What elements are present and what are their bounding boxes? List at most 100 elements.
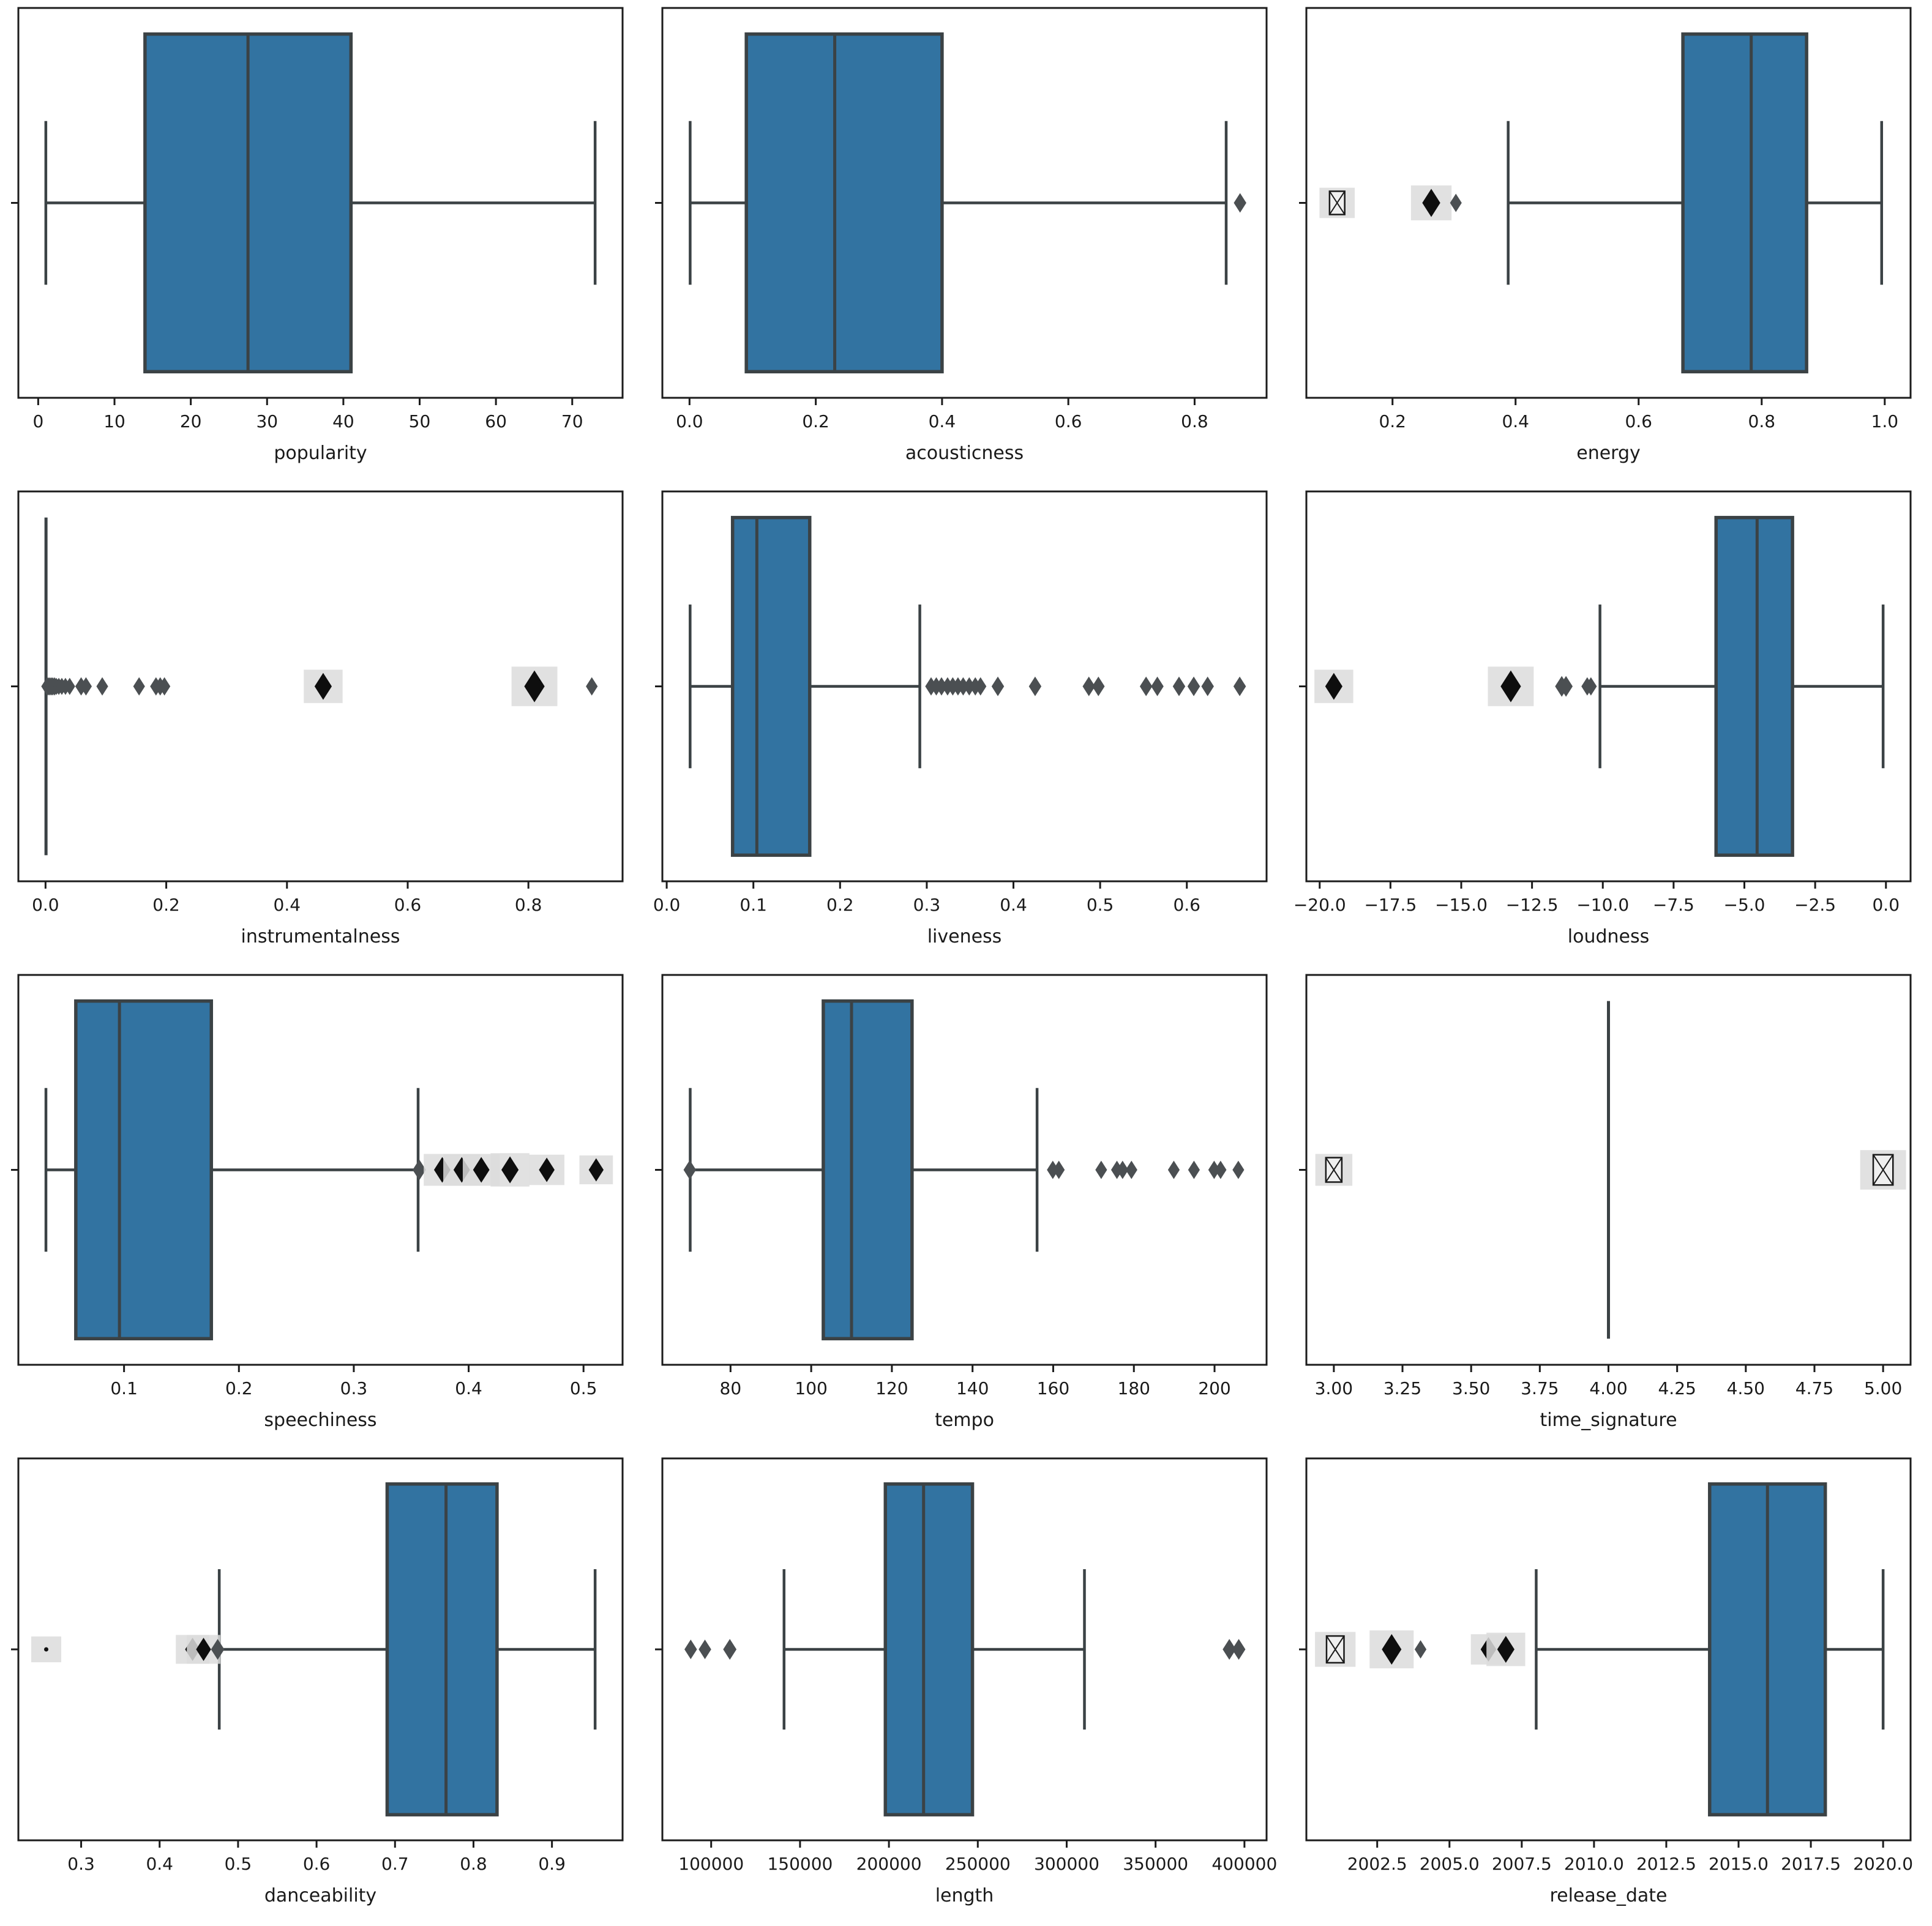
release_date-tick-label: 2005.0 [1420,1854,1480,1874]
time_signature-tick-label: 3.00 [1315,1378,1353,1398]
speechiness-tick-label: 0.4 [455,1378,482,1398]
loudness-tick-label: −17.5 [1364,895,1417,915]
time_signature-axes: 3.00 3.25 3.50 3.75 4.00 4.25 4.50 4.75 5.00 time… [1299,974,1912,1431]
time_signature-tick-label: 5.00 [1864,1378,1902,1398]
tempo-tick-label: 200 [1198,1378,1230,1398]
speechiness-tick-label: 0.2 [225,1378,253,1398]
tempo-tick-label: 80 [720,1378,742,1398]
release_date-tick-label: 2002.5 [1347,1854,1407,1874]
release_date-tick-label: 2015.0 [1709,1854,1769,1874]
energy-tick-label: 0.6 [1625,411,1652,431]
loudness-tick-label: 0.0 [1872,895,1900,915]
loudness-tick-label: −2.5 [1794,895,1836,915]
length-tick-label: 200000 [856,1854,922,1874]
time_signature-tick-label: 4.25 [1658,1378,1696,1398]
length-tick-label: 150000 [767,1854,833,1874]
release_date-axes: 2002.5 2005.0 2007.5 2010.0 2012.5 2015.0 2017… [1299,1457,1913,1906]
popularity-tick-label: 50 [409,411,431,431]
danceability-tick-label: 0.4 [146,1854,173,1874]
acousticness-tick-label: 0.8 [1181,411,1208,431]
popularity-tick-label: 20 [180,411,202,431]
danceability-tick-label: 0.5 [225,1854,252,1874]
popularity-tick-label: 70 [561,411,583,431]
liveness-tick-label: 0.3 [913,895,941,915]
release_date-tick-label: 2010.0 [1564,1854,1624,1874]
instrumentalness-tick-label: 0.6 [394,895,422,915]
speechiness-tick-label: 0.3 [340,1378,368,1398]
danceability-tick-label: 0.9 [538,1854,566,1874]
loudness-tick-label: −20.0 [1294,895,1346,915]
liveness-tick-label: 0.2 [826,895,854,915]
instrumentalness-axis-label: instrumentalness [241,926,400,947]
boxplot-time_signature: 3.00 3.25 3.50 3.75 4.00 4.25 4.50 4.75 5.00 time… [1288,967,1932,1450]
tempo-tick-label: 120 [875,1378,908,1398]
speechiness-tick-label: 0.5 [570,1378,597,1398]
popularity-tick-label: 10 [103,411,125,431]
tempo-tick-label: 180 [1118,1378,1150,1398]
boxplot-speechiness: 0.1 0.2 0.3 0.4 0.5 speechiness [0,967,644,1450]
time_signature-tick-label: 4.00 [1589,1378,1627,1398]
length-tick-label: 100000 [678,1854,744,1874]
loudness-tick-label: −7.5 [1653,895,1694,915]
energy-axis-label: energy [1576,442,1641,464]
acousticness-tick-label: 0.6 [1055,411,1082,431]
energy-tick-label: 0.4 [1502,411,1529,431]
loudness-axis-label: loudness [1568,926,1649,947]
time_signature-tick-label: 3.75 [1521,1378,1559,1398]
length-tick-label: 400000 [1211,1854,1277,1874]
loudness-tick-label: −12.5 [1506,895,1559,915]
length-tick-label: 350000 [1123,1854,1188,1874]
time_signature-tick-label: 3.50 [1452,1378,1490,1398]
loudness-tick-label: −5.0 [1724,895,1765,915]
liveness-tick-label: 0.1 [739,895,767,915]
time_signature-tick-label: 3.25 [1383,1378,1421,1398]
danceability-tick-label: 0.6 [303,1854,331,1874]
danceability-axis-label: danceability [264,1885,376,1906]
time_signature-tick-label: 4.50 [1727,1378,1765,1398]
boxplot-release_date: 2002.5 2005.0 2007.5 2010.0 2012.5 2015.0 2017… [1288,1450,1932,1926]
energy-tick-label: 0.8 [1748,411,1776,431]
release_date-axis-label: release_date [1549,1885,1667,1906]
liveness-axis-label: liveness [927,926,1002,947]
popularity-tick-label: 30 [256,411,278,431]
length-tick-label: 250000 [945,1854,1011,1874]
release_date-tick-label: 2012.5 [1636,1854,1696,1874]
danceability-tick-label: 0.3 [67,1854,95,1874]
popularity-tick-label: 0 [32,411,43,431]
speechiness-axis-label: speechiness [264,1409,376,1431]
tempo-tick-label: 140 [956,1378,989,1398]
instrumentalness-tick-label: 0.2 [152,895,180,915]
energy-tick-label: 1.0 [1871,411,1899,431]
time_signature-axis-label: time_signature [1540,1409,1677,1431]
liveness-tick-label: 0.5 [1087,895,1114,915]
acousticness-tick-label: 0.2 [802,411,829,431]
loudness-tick-label: −15.0 [1435,895,1488,915]
popularity-tick-label: 60 [485,411,507,431]
release_date-tick-label: 2007.5 [1492,1854,1552,1874]
length-axis-label: length [935,1885,994,1906]
popularity-tick-label: 40 [332,411,354,431]
time_signature-tick-label: 4.75 [1795,1378,1833,1398]
acousticness-tick-label: 0.4 [929,411,956,431]
liveness-tick-label: 0.4 [1000,895,1027,915]
release_date-tick-label: 2017.5 [1781,1854,1841,1874]
speechiness-tick-label: 0.1 [110,1378,138,1398]
instrumentalness-tick-label: 0.8 [515,895,542,915]
danceability-tick-label: 0.7 [381,1854,409,1874]
